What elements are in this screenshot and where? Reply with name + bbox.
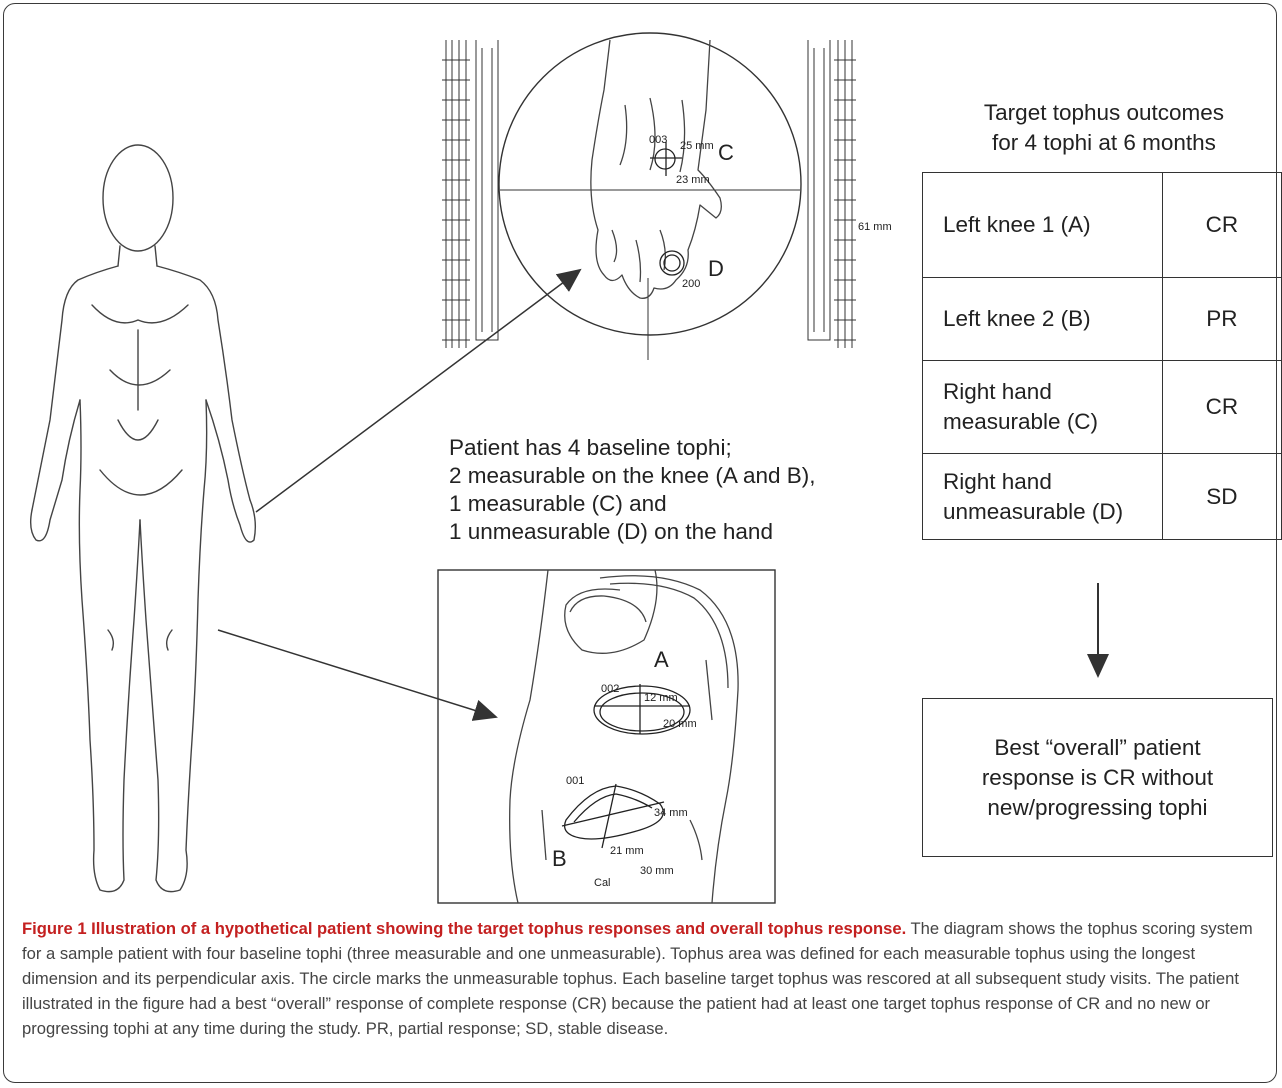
knee-label-a: A [654, 647, 669, 672]
summary-line: 1 measurable (C) and [449, 490, 815, 518]
response-cell: CR [1162, 361, 1281, 454]
hand-id-c: 003 [649, 134, 667, 146]
body-outline-figure [31, 145, 256, 892]
hand-scale: 61 mm [858, 221, 892, 233]
hand-label-d: D [708, 256, 724, 281]
knee-cal: Cal [594, 877, 611, 889]
site-line: unmeasurable (D) [943, 497, 1162, 527]
knee-id-b: 001 [566, 775, 584, 787]
hand-tophus-panel: 003 25 mm 23 mm C D 200 61 mm [442, 33, 892, 360]
overall-line: new/progressing tophi [982, 793, 1213, 823]
site-line: Right hand [943, 377, 1162, 407]
hand-id-d: 200 [682, 278, 700, 290]
knee-id-a: 002 [601, 683, 619, 695]
table-row: Left knee 2 (B) PR [923, 278, 1282, 361]
response-cell: PR [1162, 278, 1281, 361]
site-cell: Left knee 2 (B) [923, 278, 1163, 361]
patient-summary: Patient has 4 baseline tophi; 2 measurab… [449, 434, 815, 546]
summary-line: Patient has 4 baseline tophi; [449, 434, 815, 462]
outcomes-title: Target tophus outcomes for 4 tophi at 6 … [898, 98, 1282, 158]
figure-caption: Figure 1 Illustration of a hypothetical … [22, 916, 1262, 1041]
outcomes-title-line: for 4 tophi at 6 months [898, 128, 1282, 158]
tophus-outcomes-table: Left knee 1 (A) CR Left knee 2 (B) PR Ri… [922, 172, 1282, 540]
knee-scale: 30 mm [640, 865, 674, 877]
overall-response-box: Best “overall” patient response is CR wi… [922, 698, 1273, 857]
table-row: Right hand measurable (C) CR [923, 361, 1282, 454]
response-cell: SD [1162, 454, 1281, 540]
knee-dim-b1: 34 mm [654, 807, 688, 819]
outcomes-title-line: Target tophus outcomes [898, 98, 1282, 128]
hand-label-c: C [718, 140, 734, 165]
overall-line: Best “overall” patient [982, 733, 1213, 763]
knee-dim-a1: 12 mm [644, 692, 678, 704]
summary-line: 2 measurable on the knee (A and B), [449, 462, 815, 490]
knee-dim-a2: 20 mm [663, 718, 697, 730]
table-row: Left knee 1 (A) CR [923, 173, 1282, 278]
site-line: measurable (C) [943, 407, 1162, 437]
summary-line: 1 unmeasurable (D) on the hand [449, 518, 815, 546]
site-cell: Left knee 1 (A) [923, 173, 1163, 278]
knee-tophus-panel: A 002 12 mm 20 mm 001 34 mm 21 mm B Cal … [438, 570, 775, 903]
table-row: Right hand unmeasurable (D) SD [923, 454, 1282, 540]
knee-label-b: B [552, 846, 567, 871]
overall-line: response is CR without [982, 763, 1213, 793]
knee-arrow [218, 630, 496, 717]
knee-dim-b2: 21 mm [610, 845, 644, 857]
hand-dim-c1: 25 mm [680, 140, 714, 152]
site-cell: Right hand measurable (C) [923, 361, 1163, 454]
site-line: Right hand [943, 467, 1162, 497]
hand-dim-c2: 23 mm [676, 174, 710, 186]
caption-title: Figure 1 Illustration of a hypothetical … [22, 919, 906, 938]
response-cell: CR [1162, 173, 1281, 278]
site-cell: Right hand unmeasurable (D) [923, 454, 1163, 540]
